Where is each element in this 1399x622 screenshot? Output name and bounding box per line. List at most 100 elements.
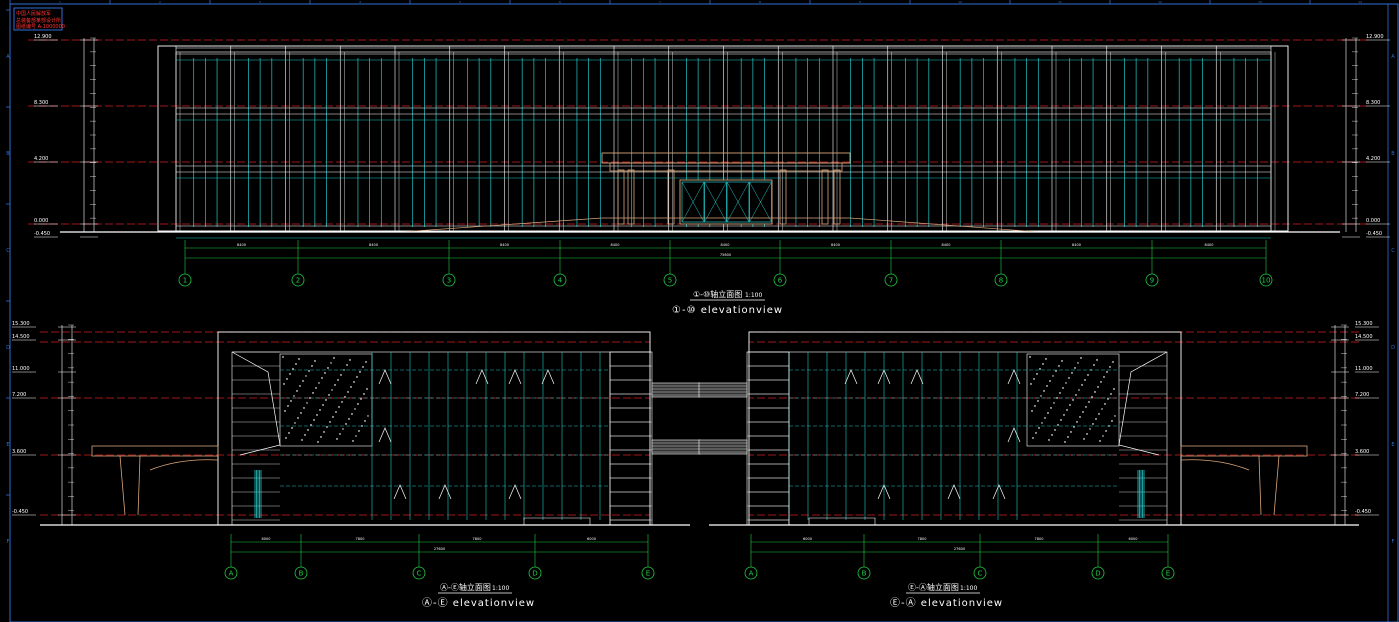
bottom-right-title: Ⓔ-Ⓐ轴立面图 1:100 Ⓔ-Ⓐ elevationview bbox=[890, 582, 1002, 609]
axis-label: 8 bbox=[999, 277, 1003, 285]
axis-bubble bbox=[994, 273, 1008, 287]
sheet-col-label: 7 bbox=[659, 0, 661, 4]
axis-bubble bbox=[1091, 566, 1105, 580]
sheet-col-label: 1 bbox=[59, 0, 61, 4]
title-stamp: 中国人民解放军 总装备部某部设计所 图纸编号 A-1000000 bbox=[13, 7, 65, 31]
axis-bubble bbox=[442, 273, 456, 287]
top-elevation-title: ①-⑩轴立面图 1:100 ①-⑩ elevationview bbox=[672, 289, 783, 316]
level-label: 7.200 bbox=[1355, 392, 1369, 398]
axis-bubble bbox=[641, 566, 655, 580]
sheet-col-label: 4 bbox=[359, 0, 361, 4]
sheet-row-label: C bbox=[6, 248, 10, 254]
sheet-col-label: 14 bbox=[1358, 0, 1362, 4]
dim-label: 8400 bbox=[1205, 243, 1214, 247]
entry-steps bbox=[808, 517, 876, 525]
axis-label: D bbox=[532, 570, 537, 578]
level-label: 8.300 bbox=[34, 100, 48, 106]
canopy bbox=[91, 445, 219, 516]
main-entrance bbox=[601, 152, 851, 225]
sheet-row-label: A bbox=[6, 54, 10, 60]
level-label: 3.600 bbox=[12, 449, 26, 455]
side-wing bbox=[1118, 351, 1168, 456]
sheet-col-label: 9 bbox=[859, 0, 861, 4]
stamp-line-3: 图纸编号 A-1000000 bbox=[16, 23, 65, 30]
sheet-row-label: D bbox=[6, 345, 10, 351]
sheet-col-label: 8 bbox=[759, 0, 761, 4]
stamp-line-2: 总装备部某部设计所 bbox=[16, 17, 61, 24]
sheet-row-label-right: D bbox=[1391, 345, 1395, 351]
top-title-scale: 1:100 bbox=[745, 292, 762, 299]
dim-label: 8400 bbox=[500, 243, 509, 247]
level-label: 12.900 bbox=[34, 34, 52, 40]
top-subtitle: ①-⑩ elevationview bbox=[672, 305, 783, 316]
axis-bubble bbox=[291, 273, 305, 287]
level-label: 8.300 bbox=[1366, 100, 1380, 106]
axis-label: 9 bbox=[1150, 277, 1154, 285]
sheet-col-label: 10 bbox=[958, 0, 962, 4]
axis-label: E bbox=[646, 570, 650, 578]
axis-label: 3 bbox=[447, 277, 451, 285]
sheet-row-label-right: C bbox=[1391, 248, 1395, 254]
sheet-row-label: E bbox=[6, 442, 9, 448]
perforated-panel bbox=[279, 353, 373, 447]
axis-bubble bbox=[884, 273, 898, 287]
axis-bubble bbox=[1259, 273, 1273, 287]
axis-label: D bbox=[1095, 570, 1100, 578]
level-label: -0.450 bbox=[1355, 509, 1371, 515]
axis-label: 5 bbox=[668, 277, 672, 285]
level-label: 15.300 bbox=[12, 321, 30, 327]
axis-bubble bbox=[412, 566, 426, 580]
axis-bubble bbox=[1145, 273, 1159, 287]
level-label: 11.000 bbox=[1355, 366, 1373, 372]
dim-label: 7800 bbox=[918, 537, 927, 541]
level-label: 15.300 bbox=[1355, 321, 1373, 327]
sheet-col-label: 11 bbox=[1058, 0, 1062, 4]
sheet-row-label: F bbox=[7, 539, 10, 545]
curtain-wall bbox=[788, 352, 1119, 520]
axis-bubble bbox=[528, 566, 542, 580]
axis-bubble bbox=[1161, 566, 1175, 580]
top-elevation: 12.9008.3004.2000.000-0.45012.9008.3004.… bbox=[28, 34, 1390, 287]
br-title-scale: 1:100 bbox=[960, 585, 977, 592]
axis-label: 2 bbox=[296, 277, 300, 285]
dim-label: 7800 bbox=[1035, 537, 1044, 541]
level-label: 7.200 bbox=[12, 392, 26, 398]
sheet-row-label-right: B bbox=[1391, 151, 1395, 157]
axis-label: 7 bbox=[889, 277, 893, 285]
dim-label: 6000 bbox=[587, 537, 596, 541]
level-label: -0.450 bbox=[1366, 231, 1382, 237]
axis-bubble bbox=[294, 566, 308, 580]
level-label: 11.000 bbox=[12, 366, 30, 372]
sheet-col-label: 6 bbox=[559, 0, 561, 4]
bottom-right-elevation: 15.30014.50011.0007.2003.600-0.450E6000D… bbox=[698, 321, 1379, 580]
stair-core bbox=[698, 351, 790, 526]
level-label: 3.600 bbox=[1355, 449, 1369, 455]
axis-label: B bbox=[862, 570, 867, 578]
canopy bbox=[1180, 445, 1308, 516]
axis-label: C bbox=[417, 570, 422, 578]
curtain-wall bbox=[280, 352, 610, 520]
level-label: 4.200 bbox=[34, 156, 48, 162]
axis-label: 6 bbox=[778, 277, 783, 285]
dim-total: 27600 bbox=[434, 547, 445, 551]
br-title-cn: Ⓔ-Ⓐ轴立面图 bbox=[908, 582, 959, 592]
axis-label: 4 bbox=[558, 277, 563, 285]
axis-bubble bbox=[663, 273, 677, 287]
axis-bubble bbox=[857, 566, 871, 580]
side-wing bbox=[231, 351, 281, 456]
axis-bubble bbox=[178, 273, 192, 287]
dim-label: 8400 bbox=[237, 243, 246, 247]
sheet-col-label: 5 bbox=[459, 0, 461, 4]
level-label: -0.450 bbox=[12, 509, 28, 515]
bl-subtitle: Ⓐ-Ⓔ elevationview bbox=[422, 597, 535, 609]
perforated-panel bbox=[1026, 353, 1120, 447]
stamp-line-1: 中国人民解放军 bbox=[16, 10, 51, 17]
level-label: 0.000 bbox=[1366, 218, 1380, 224]
level-label: -0.450 bbox=[34, 231, 50, 237]
bl-title-cn: Ⓐ-Ⓔ轴立面图 bbox=[440, 582, 491, 592]
axis-label: 10 bbox=[1262, 277, 1271, 285]
dim-label: 6000 bbox=[1129, 537, 1138, 541]
level-label: 0.000 bbox=[34, 218, 48, 224]
